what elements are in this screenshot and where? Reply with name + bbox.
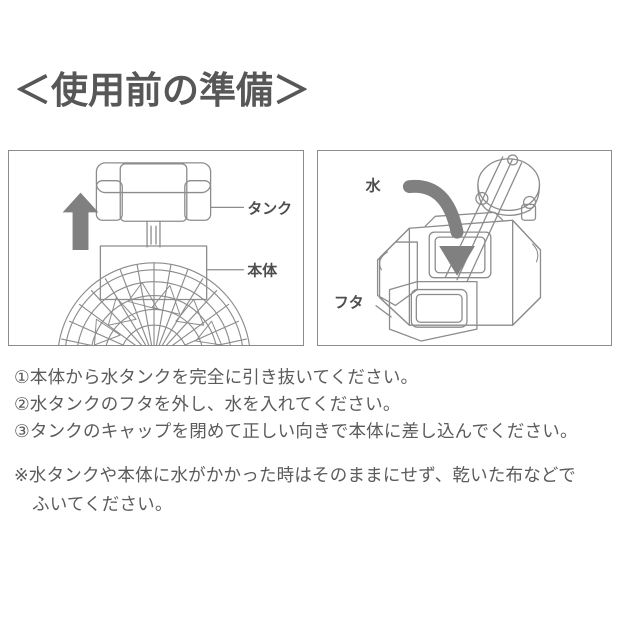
lid-panel	[388, 281, 478, 342]
figure-right-illustration: 水 フタ	[334, 154, 542, 342]
label-lid: フタ	[334, 294, 364, 311]
lid-window-inner	[415, 293, 463, 323]
figure-box-left: タンク 本体	[8, 150, 304, 346]
cap-knob-top	[507, 154, 519, 166]
instruction-step-2: ②水タンクのフタを外し、水を入れてください。	[14, 394, 401, 414]
note-line-1: ※水タンクや本体に水がかかった時はそのままにせず、乾いた布などで	[14, 465, 576, 485]
instruction-step-1: ①本体から水タンクを完全に引き抜いてください。	[14, 367, 419, 387]
cap-knob-left	[475, 191, 489, 206]
tank-port-rim	[424, 211, 504, 227]
figure-left-illustration: タンク 本体	[58, 162, 292, 345]
label-water: 水	[365, 177, 381, 195]
cap-latch	[520, 203, 537, 221]
instruction-step-3: ③タンクのキャップを閉めて正しい向きで本体に差し込んでください。	[14, 421, 578, 441]
tank-right-face	[512, 219, 542, 326]
page-title: ＜使用前の準備＞	[14, 70, 310, 111]
label-main-body: 本体	[246, 262, 277, 280]
figure-box-right: 水 フタ	[317, 150, 612, 346]
tank-neck	[146, 220, 161, 248]
cap-skirt	[477, 184, 541, 216]
tank-right-block	[184, 180, 212, 221]
instruction-list: ①本体から水タンクを完全に引き抜いてください。 ②水タンクのフタを外し、水を入れ…	[14, 364, 610, 445]
tank-center-block	[119, 163, 188, 222]
water-pour-arrow	[402, 179, 475, 276]
cap-knob-right	[522, 195, 537, 210]
note-block: ※水タンクや本体に水がかかった時はそのままにせず、乾いた布などで ふいてください…	[14, 461, 610, 519]
note-line-2: ふいてください。	[32, 494, 173, 514]
tank-left-block	[95, 180, 123, 221]
tank-top-bar	[95, 162, 212, 194]
tank-neck-inner	[150, 225, 157, 245]
main-body-housing	[99, 245, 208, 301]
pull-up-arrow	[62, 192, 99, 250]
label-tank: タンク	[247, 200, 292, 217]
fan-grille	[58, 262, 250, 345]
lid-window-outer	[410, 288, 468, 328]
leader-line-lid	[375, 304, 392, 318]
